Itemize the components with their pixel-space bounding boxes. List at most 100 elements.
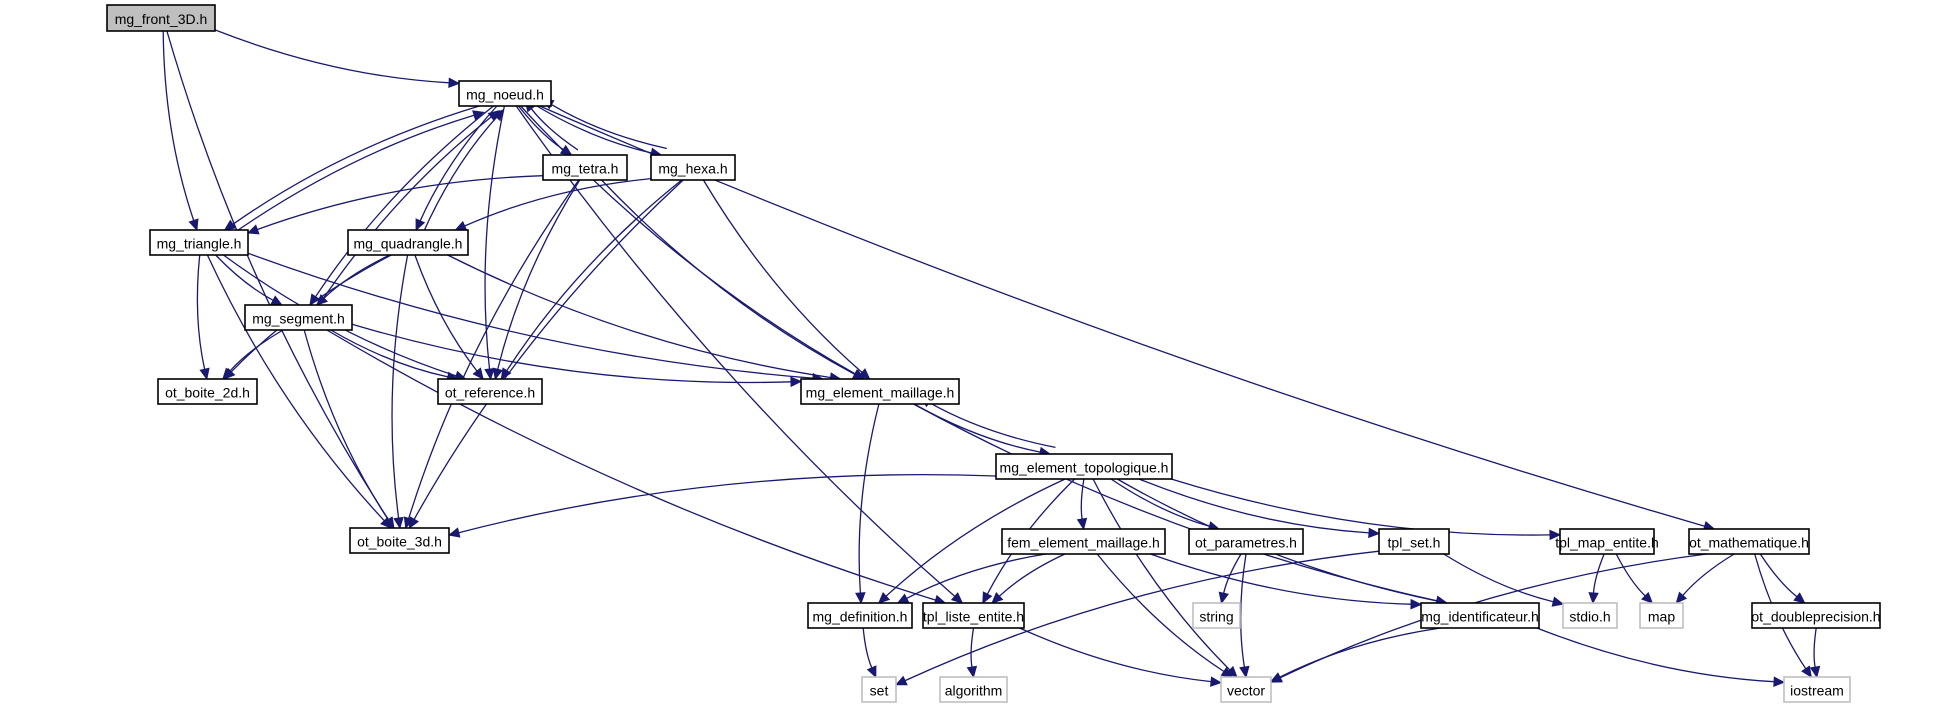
node-mg-noeud[interactable]: mg_noeud.h [458, 80, 552, 107]
edge-mg_element_topologique-to-ot_boite_3d [458, 474, 997, 534]
edge-mg_tetra-to-mg_triangle [257, 175, 544, 231]
edge-mg_quadrangle-to-mg_element_maillage [447, 254, 831, 379]
node-mg-tetra[interactable]: mg_tetra.h [542, 154, 628, 181]
edge-mg_front_3D-to-mg_triangle [162, 30, 195, 221]
edge-mg_element_topologique-to-tpl_set [1138, 478, 1370, 534]
node-label: mg_element_topologique.h [1000, 460, 1169, 476]
arrowhead-icon [1551, 596, 1565, 607]
node-mg-element-maillage[interactable]: mg_element_maillage.h [800, 378, 960, 405]
edge-mg_hexa-to-ot_boite_3d [413, 179, 684, 520]
edge-mg_hexa-to-mg_quadrangle [464, 177, 652, 227]
node-mg-identificateur[interactable]: mg_identificateur.h [1420, 602, 1540, 629]
arrowhead-icon [1239, 665, 1250, 679]
node-box [1639, 602, 1684, 629]
node-box [995, 453, 1173, 480]
node-fem-element-maillage[interactable]: fem_element_maillage.h [1001, 528, 1166, 555]
node-box [1783, 676, 1851, 703]
edge-mg_triangle-to-ot_boite_3d [206, 254, 385, 522]
arrowhead-icon [447, 527, 461, 538]
node-label: mg_tetra.h [552, 161, 619, 177]
node-label: mg_hexa.h [658, 161, 727, 177]
node-stdio: stdio.h [1562, 602, 1618, 629]
edge-mg_tetra-to-ot_boite_3d [408, 179, 580, 519]
arrowhead-icon [448, 77, 461, 89]
node-box [1562, 602, 1618, 629]
node-box [106, 4, 216, 32]
edge-mg_segment-to-ot_reference [330, 329, 449, 378]
edge-mg_tetra-to-mg_noeud [530, 108, 579, 151]
edge-mg_triangle-to-ot_boite_2d [196, 254, 206, 370]
node-tpl-set[interactable]: tpl_set.h [1378, 528, 1450, 555]
edge-mg_front_3D-to-mg_noeud [214, 29, 450, 84]
node-box [922, 602, 1025, 629]
node-mg-definition[interactable]: mg_definition.h [807, 602, 913, 629]
node-box [349, 527, 450, 554]
arrowhead-icon [270, 295, 283, 306]
node-ot-boite-2d[interactable]: ot_boite_2d.h [157, 378, 258, 405]
node-mg-hexa[interactable]: mg_hexa.h [650, 154, 736, 181]
arrowhead-icon [1809, 665, 1821, 679]
node-tpl-map-entite[interactable]: tpl_map_entite.h [1555, 528, 1659, 555]
arrowhead-icon [1410, 598, 1423, 610]
node-ot-boite-3d[interactable]: ot_boite_3d.h [349, 527, 450, 554]
arrowhead-icon [1220, 666, 1234, 678]
arrowhead-icon [223, 219, 237, 231]
node-label: mg_identificateur.h [1421, 609, 1539, 625]
arrowhead-icon [383, 516, 395, 530]
edge-mg_segment-to-mg_noeud [315, 116, 492, 311]
node-box [437, 378, 543, 405]
node-label: mg_quadrangle.h [354, 236, 463, 252]
edge-mg_hexa-to-mg_element_maillage [702, 179, 863, 373]
node-mg-segment[interactable]: mg_segment.h [244, 304, 353, 331]
edge-tpl_map_entite-to-stdio [1592, 553, 1605, 594]
arrowhead-icon [1793, 592, 1806, 604]
node-mg-element-topologique[interactable]: mg_element_topologique.h [995, 453, 1173, 480]
edge-ot_mathematique-to-ot_doubleprecision [1759, 553, 1798, 598]
node-box [1420, 602, 1540, 629]
edge-mg_hexa-to-mg_noeud [551, 104, 667, 150]
edge-mg_segment-to-ot_boite_2d [229, 329, 284, 372]
arrowhead-icon [199, 367, 210, 381]
edge-mg_triangle-to-mg_noeud [228, 114, 475, 237]
arrowhead-icon [1218, 591, 1229, 605]
arrowhead-icon [1549, 529, 1562, 541]
edge-mg_segment-to-ot_boite_3d [303, 329, 389, 521]
arrowhead-icon [484, 368, 495, 381]
node-mg-triangle[interactable]: mg_triangle.h [149, 229, 249, 256]
node-tpl-liste-entite[interactable]: tpl_liste_entite.h [922, 602, 1025, 629]
arrowhead-icon [1773, 676, 1786, 687]
edge-mg_quadrangle-to-mg_noeud [422, 116, 498, 235]
arrowhead-icon [1368, 527, 1381, 539]
edge-mg_segment-to-mg_element_maillage [351, 323, 792, 384]
node-label: stdio.h [1569, 609, 1610, 625]
node-label: set [870, 683, 889, 699]
edge-mg_element_topologique-to-tpl_map_entite [1171, 478, 1551, 536]
edge-ot_mathematique-to-map [1682, 553, 1735, 596]
edges-layer [162, 29, 1821, 687]
node-ot-doubleprecision[interactable]: ot_doubleprecision.h [1751, 602, 1881, 629]
node-label: iostream [1790, 683, 1844, 699]
edge-tpl_set-to-set [904, 550, 1380, 682]
edge-tpl_map_entite-to-map [1615, 553, 1646, 597]
node-label: tpl_map_entite.h [1555, 535, 1659, 551]
node-box [650, 154, 736, 181]
node-label: map [1648, 609, 1675, 625]
edge-mg_noeud-to-mg_hexa [536, 105, 652, 154]
node-mg-front-3D[interactable]: mg_front_3D.h [106, 4, 216, 32]
node-label: mg_definition.h [813, 609, 908, 625]
node-label: fem_element_maillage.h [1007, 535, 1160, 551]
node-ot-mathematique[interactable]: ot_mathematique.h [1688, 528, 1810, 555]
edge-tpl_liste_entite-to-algorithm [970, 627, 975, 668]
arrowhead-icon [492, 367, 503, 381]
edge-mg_element_topologique-to-vector [1092, 478, 1231, 671]
arrowhead-icon [1076, 517, 1088, 531]
edge-fem_element_maillage-to-mg_identificateur [1150, 553, 1412, 605]
node-box [807, 602, 913, 629]
node-mg-quadrangle[interactable]: mg_quadrangle.h [347, 229, 469, 256]
node-box [149, 229, 249, 256]
node-label: algorithm [945, 683, 1003, 699]
edge-mg_noeud-to-tpl_liste_entite [515, 105, 956, 597]
node-ot-reference[interactable]: ot_reference.h [437, 378, 543, 405]
node-ot-parametres[interactable]: ot_parametres.h [1188, 528, 1304, 555]
